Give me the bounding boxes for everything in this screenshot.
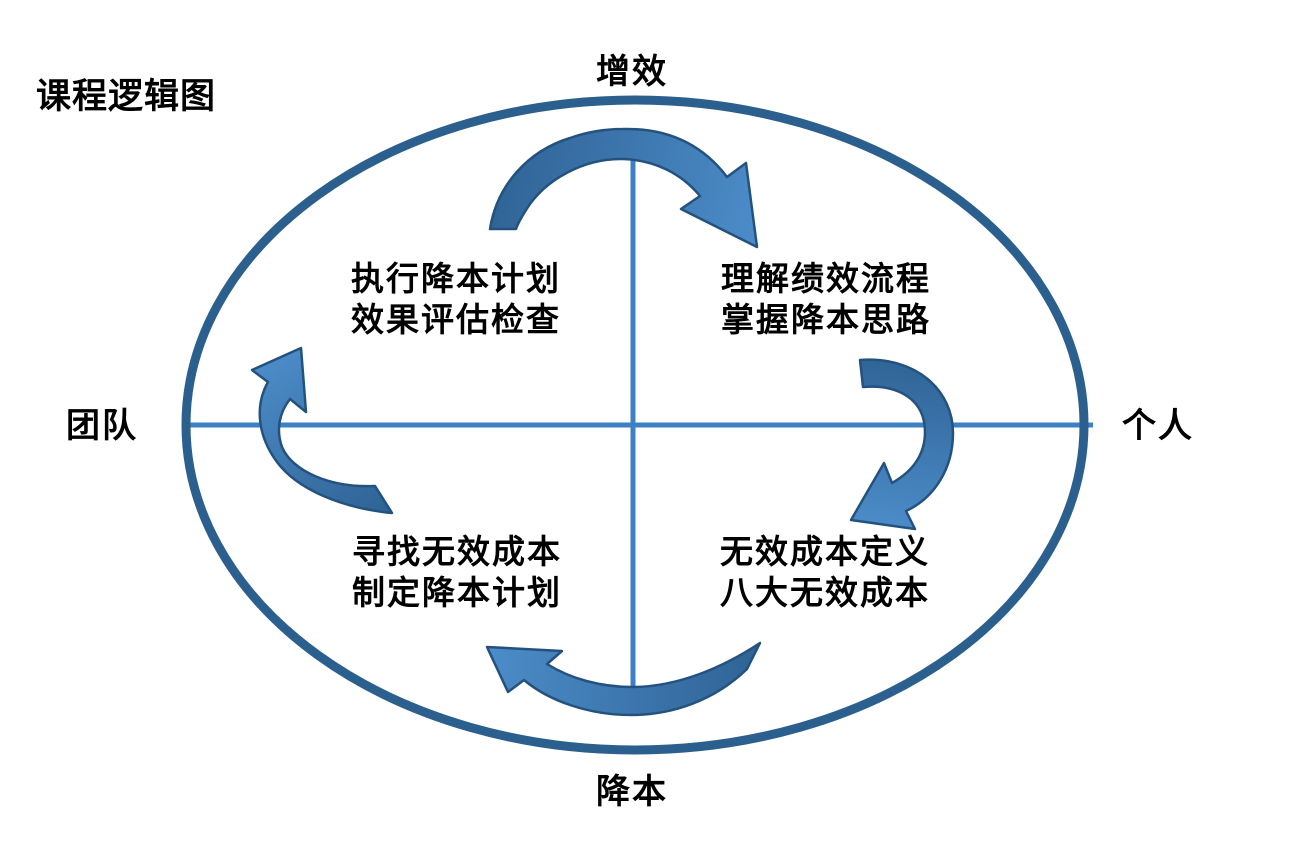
quadrant-bottom-right-line2: 八大无效成本 [720,576,930,612]
diagram-title: 课程逻辑图 [36,77,217,116]
quadrant-top-left: 执行降本计划 效果评估检查 [294,260,618,342]
axis-label-left: 团队 [66,408,138,445]
quadrant-bottom-left-line2: 制定降本计划 [352,576,562,612]
quadrant-bottom-right: 无效成本定义 八大无效成本 [663,533,987,615]
cycle-ellipse [181,95,1089,755]
curved-arrow-bottom-icon [485,641,762,717]
axis-label-top: 增效 [596,54,668,91]
quadrant-top-left-line1: 执行降本计划 [351,262,561,298]
quadrant-top-right: 理解绩效流程 掌握降本思路 [664,260,988,342]
axis-label-bottom: 降本 [596,774,668,811]
curved-arrow-top-icon [488,127,759,249]
quadrant-top-left-line2: 效果评估检查 [351,303,561,339]
curved-arrow-right-icon [849,358,955,531]
quadrant-bottom-right-line1: 无效成本定义 [720,535,930,571]
quadrant-top-right-line2: 掌握降本思路 [721,303,931,339]
quadrant-top-right-line1: 理解绩效流程 [721,262,931,298]
curved-arrow-left-icon [250,346,394,515]
axis-label-right: 个人 [1122,408,1194,445]
quadrant-bottom-left-line1: 寻找无效成本 [352,535,562,571]
quadrant-bottom-left: 寻找无效成本 制定降本计划 [295,533,619,615]
